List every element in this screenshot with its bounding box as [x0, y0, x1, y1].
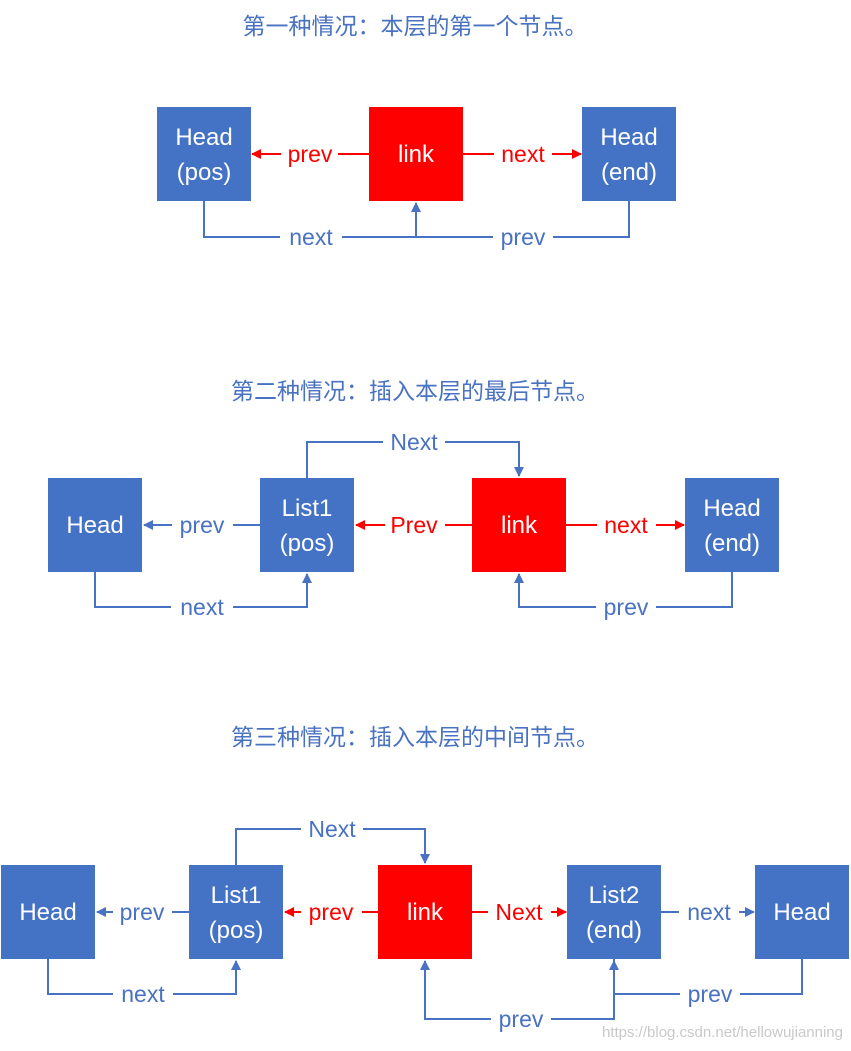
- case3-edge-prev-bottom-a: [551, 959, 615, 1020]
- case2-label-prev-red: Prev: [390, 512, 438, 538]
- case3-label-prev-blue: prev: [120, 899, 165, 925]
- case2-edge-next-top-b: [445, 441, 524, 477]
- case2-node-head-label: Head: [66, 512, 123, 539]
- case2-title: 第二种情况：插入本层的最后节点。: [231, 379, 599, 405]
- case2-node-list1-pos-line1: List1: [282, 495, 333, 522]
- case1-node-head-pos-line1: Head: [175, 124, 232, 151]
- case3-label-prev-red: prev: [309, 899, 354, 925]
- case1-node-head-end: [582, 107, 676, 201]
- case1-label-prev-red: prev: [288, 141, 333, 167]
- case3-edge-next-top-b: [363, 828, 430, 864]
- case3-label-prev-bottom: prev: [499, 1006, 544, 1032]
- case2-label-prev-bottom: prev: [604, 594, 649, 620]
- case2-edge-next-bottom-a: [94, 572, 171, 608]
- case3-node-head-right: [755, 865, 849, 959]
- case3-node-head-right-label: Head: [773, 899, 830, 926]
- case3-node-list1-pos-line2: (pos): [209, 917, 264, 944]
- case3-node-list2-end-line2: (end): [586, 917, 642, 944]
- case2-label-next-top: Next: [390, 429, 438, 455]
- case3-node-list2-end-line1: List2: [589, 882, 640, 909]
- case1-edge-next-blue-a: [203, 201, 280, 238]
- case3-node-list1-pos: [189, 865, 283, 959]
- case3-edge-prev-right-b: [609, 960, 680, 995]
- case3-node-head-left-label: Head: [19, 899, 76, 926]
- case1-edge-prev-blue-a: [553, 201, 630, 238]
- case1-node-link: [369, 107, 463, 201]
- case3-node-link: [378, 865, 472, 959]
- case3-node-link-label: link: [407, 899, 444, 926]
- case2-edge-next-top-a: [306, 441, 383, 478]
- case2-node-link-label: link: [501, 512, 538, 539]
- case1-node-head-pos-line2: (pos): [177, 159, 232, 186]
- case3-node-list2-end: [567, 865, 661, 959]
- case1-title: 第一种情况：本层的第一个节点。: [243, 14, 588, 40]
- case1-label-next-blue: next: [289, 224, 333, 250]
- case3-node-list1-pos-line1: List1: [211, 882, 262, 909]
- case2-label-next-bottom: next: [180, 594, 224, 620]
- case3-title: 第三种情况：插入本层的中间节点。: [231, 725, 599, 751]
- case1-edge-next-blue-b: [342, 202, 421, 238]
- case2-edge-next-bottom-b: [233, 573, 312, 608]
- case1-node-head-end-line2: (end): [601, 159, 657, 186]
- case1-group: 第一种情况：本层的第一个节点。 Head (pos) link Head (en…: [157, 14, 676, 250]
- case3-label-next-red: Next: [495, 899, 543, 925]
- case3-label-next-blue: next: [687, 899, 731, 925]
- case3-edge-prev-bottom-b: [420, 960, 491, 1020]
- case2-node-head-end: [685, 478, 779, 572]
- case3-edge-prev-right-a: [740, 959, 803, 995]
- case2-edge-prev-bottom-b: [514, 573, 596, 608]
- case2-edge-prev-bottom-a: [656, 572, 733, 608]
- case3-label-next-bottom: next: [121, 981, 165, 1007]
- case2-node-head: [48, 478, 142, 572]
- case2-label-next-red: next: [604, 512, 648, 538]
- case3-node-head-left: [1, 865, 95, 959]
- case3-label-next-top: Next: [308, 816, 356, 842]
- case2-node-head-end-line1: Head: [703, 495, 760, 522]
- case3-edge-next-top-a: [235, 828, 301, 865]
- case2-node-list1-pos-line2: (pos): [280, 530, 335, 557]
- case3-edge-next-bottom-b: [173, 960, 241, 995]
- case1-node-link-label: link: [398, 141, 435, 168]
- case3-group: 第三种情况：插入本层的中间节点。 Head List1 (pos) link L…: [1, 725, 849, 1032]
- case2-label-prev-blue: prev: [180, 512, 225, 538]
- watermark: https://blog.csdn.net/hellowujianning: [602, 1024, 843, 1041]
- case2-node-list1-pos: [260, 478, 354, 572]
- case3-label-prev-right: prev: [688, 981, 733, 1007]
- case1-node-head-pos: [157, 107, 251, 201]
- case1-label-next-red: next: [501, 141, 545, 167]
- case2-group: 第二种情况：插入本层的最后节点。 Head List1 (pos) link H…: [48, 379, 779, 620]
- case3-edge-next-bottom-a: [47, 959, 113, 995]
- case2-node-link: [472, 478, 566, 572]
- case2-node-head-end-line2: (end): [704, 530, 760, 557]
- case1-node-head-end-line1: Head: [600, 124, 657, 151]
- case1-label-prev-blue: prev: [501, 224, 546, 250]
